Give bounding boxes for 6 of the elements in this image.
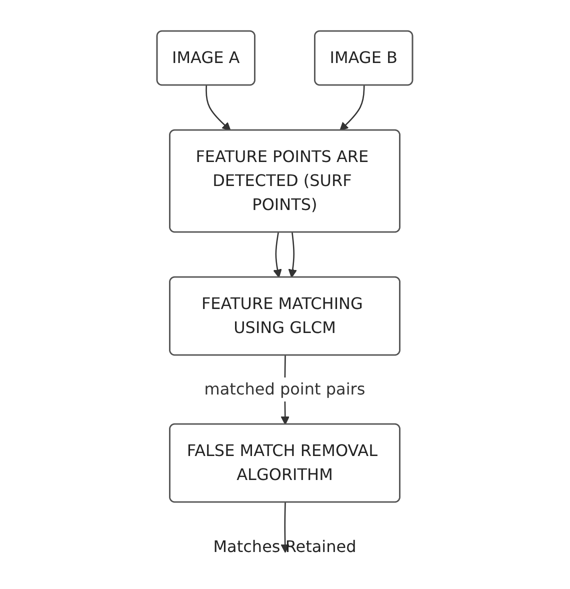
arrow	[206, 84, 232, 130]
arrow	[288, 232, 298, 278]
node-text: Matches Retained	[213, 536, 356, 556]
arrow	[273, 232, 282, 278]
arrow	[340, 84, 366, 130]
edge-label: matched point pairs	[204, 379, 366, 398]
